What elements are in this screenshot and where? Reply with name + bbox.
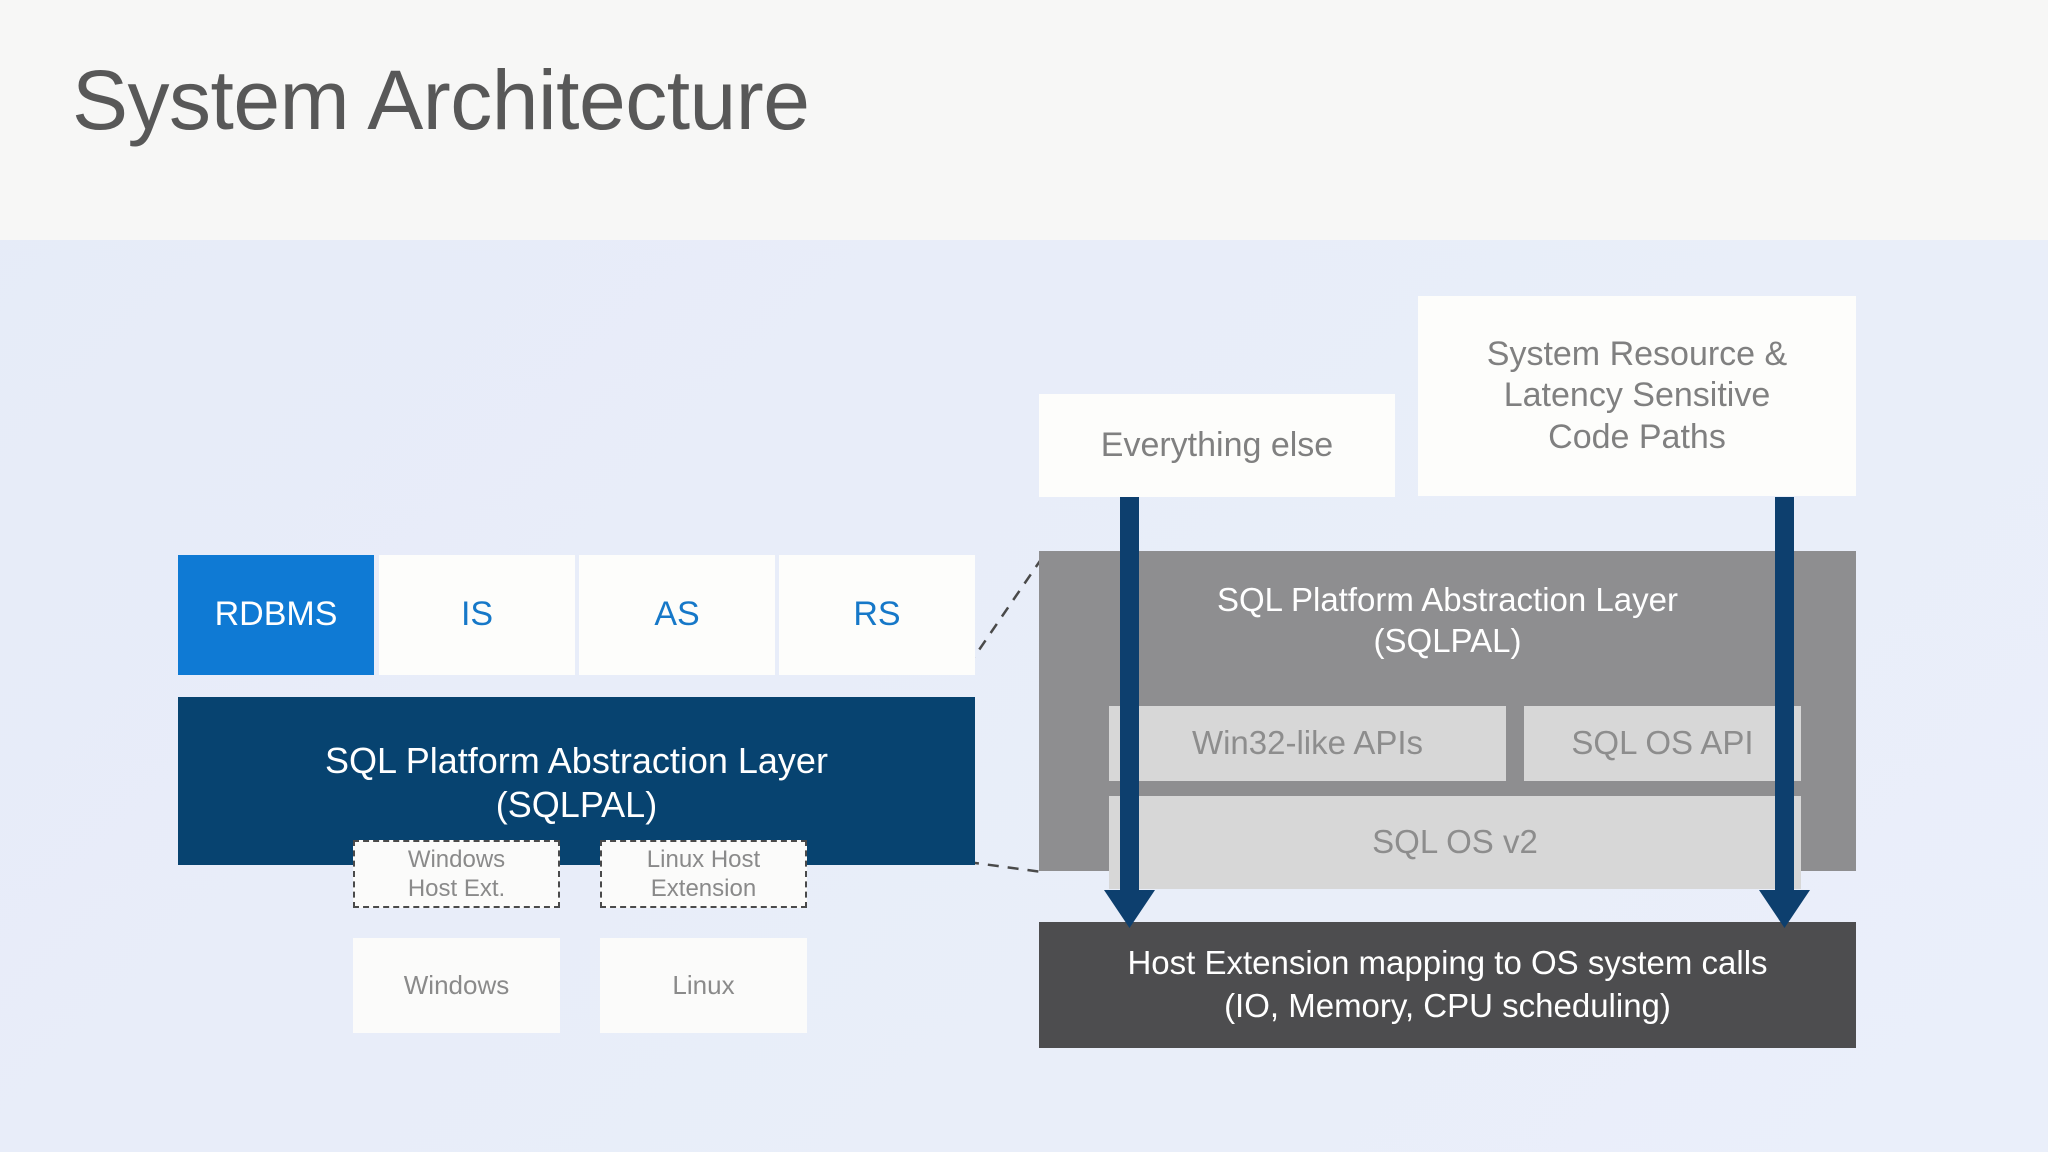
left-sqlpal-block: SQL Platform Abstraction Layer (SQLPAL) <box>178 697 975 865</box>
api-box-win32: Win32-like APIs <box>1109 706 1506 781</box>
sqlpal-panel-title: SQL Platform Abstraction Layer (SQLPAL) <box>1217 581 1678 660</box>
product-tile-as[interactable]: AS <box>579 555 775 675</box>
api-box-label: SQL OS API <box>1571 724 1754 762</box>
os-box-windows: Windows <box>353 938 560 1033</box>
host-extension-windows: Windows Host Ext. <box>353 840 560 908</box>
header-band: System Architecture <box>0 0 2048 240</box>
os-box-label: Windows <box>403 969 510 1000</box>
page-title: System Architecture <box>72 53 810 147</box>
api-box-sql-os-api: SQL OS API <box>1524 706 1801 781</box>
host-extension-label: Linux Host Extension <box>646 845 761 902</box>
sqlpal-panel: SQL Platform Abstraction Layer (SQLPAL) … <box>1039 551 1856 889</box>
host-extension-label: Windows Host Ext. <box>407 845 506 902</box>
callout-everything-else: Everything else <box>1039 394 1395 497</box>
product-tile-label: AS <box>654 595 700 634</box>
host-extension-linux: Linux Host Extension <box>600 840 807 908</box>
callout-label: Everything else <box>1100 425 1334 464</box>
api-box-sql-os-v2: SQL OS v2 <box>1109 796 1801 889</box>
os-box-label: Linux <box>672 969 735 1000</box>
product-tile-rdbms[interactable]: RDBMS <box>178 555 374 675</box>
api-box-label: SQL OS v2 <box>1372 823 1538 861</box>
api-box-label: Win32-like APIs <box>1191 724 1424 762</box>
product-tile-label: RS <box>853 595 901 634</box>
callout-label: System Resource & Latency Sensitive Code… <box>1486 334 1788 456</box>
callout-system-resource: System Resource & Latency Sensitive Code… <box>1418 296 1856 496</box>
product-tile-label: RDBMS <box>214 595 338 634</box>
os-box-linux: Linux <box>600 938 807 1033</box>
host-extension-mapping-label: Host Extension mapping to OS system call… <box>1127 944 1768 1024</box>
product-tile-rs[interactable]: RS <box>779 555 975 675</box>
left-sqlpal-label: SQL Platform Abstraction Layer (SQLPAL) <box>325 740 828 825</box>
product-tile-label: IS <box>460 595 494 634</box>
host-extension-mapping-bar: Host Extension mapping to OS system call… <box>1039 922 1856 1048</box>
product-tile-is[interactable]: IS <box>379 555 575 675</box>
